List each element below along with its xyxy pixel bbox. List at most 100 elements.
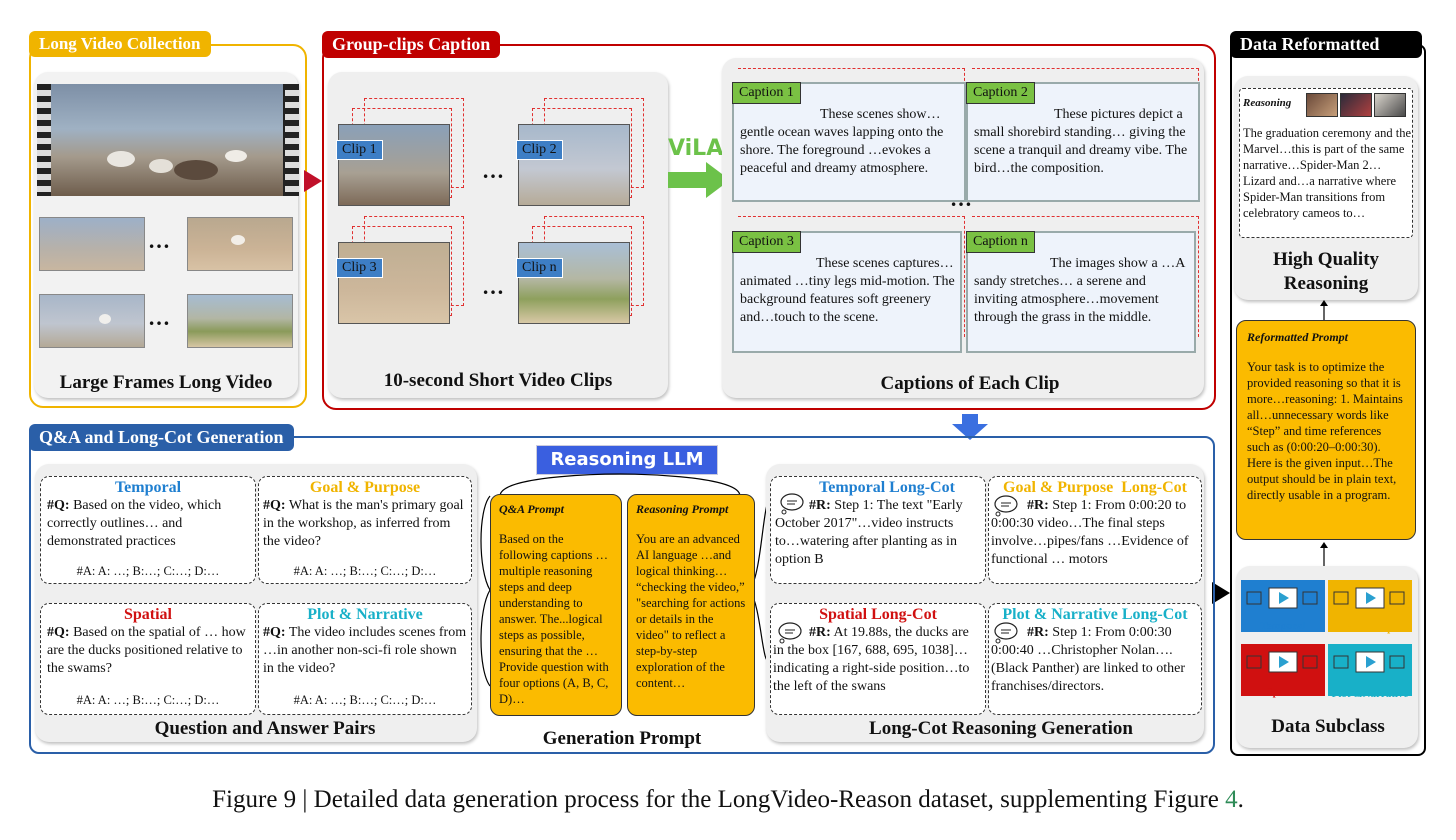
- long-video-subtitle: Large Frames Long Video: [59, 372, 273, 393]
- question-text: Based on the video, which correctly outl…: [47, 498, 222, 549]
- cot-category: Plot & Narrative Long-Cot: [1002, 606, 1188, 623]
- thought-bubble-icon: [778, 622, 802, 644]
- caption-text: These scenes captures… animated …tiny le…: [740, 256, 955, 325]
- question-text: Based on the spatial of … how are the du…: [47, 625, 246, 676]
- reasoning-label: Reasoning: [1243, 97, 1292, 109]
- reasoning-text: The graduation ceremony and the Marvel…t…: [1243, 126, 1411, 220]
- r-prefix: #R:: [1027, 625, 1049, 640]
- captions-subtitle: Captions of Each Clip: [880, 373, 1060, 394]
- caption-box: Caption 3 These scenes captures… animate…: [732, 231, 962, 353]
- question-box: Goal & Purpose #Q: What is the man's pri…: [258, 476, 472, 584]
- cot-title: Long-Cot Reasoning Generation: [869, 718, 1133, 739]
- question-category: Temporal: [114, 479, 182, 496]
- ellipsis: …: [148, 228, 170, 253]
- subclass-label: Spatial: [1266, 686, 1300, 698]
- frame-thumb-2: [187, 217, 293, 271]
- subclass-spatial: Spatial: [1241, 644, 1325, 698]
- arrow-up-icon: [1320, 300, 1328, 320]
- qa-prompt-text: Based on the following captions …multipl…: [499, 532, 609, 706]
- cot-text: Step 1: From 0:00:30 0:00:40 …Christophe…: [991, 625, 1185, 694]
- answer-options: #A: A: …; B:…; C:…; D:…: [293, 693, 437, 707]
- clip-label: Clip 1: [336, 140, 383, 160]
- beach-birds-image: [51, 84, 283, 196]
- caption-label: Caption 3: [732, 231, 801, 253]
- thought-bubble-icon: [994, 495, 1018, 517]
- clip-label: Clip 3: [336, 258, 383, 278]
- qa-panel: [29, 436, 1215, 754]
- qa-prompt-head: Q&A Prompt: [499, 502, 565, 516]
- group-clips-panel: [322, 44, 1216, 410]
- clip-label: Clip 2: [516, 140, 563, 160]
- thought-bubble-icon: [994, 622, 1018, 644]
- q-prefix: #Q:: [263, 498, 286, 513]
- clip-stack: Clip 2: [516, 98, 646, 208]
- answer-options: #A: A: …; B:…; C:…; D:…: [293, 564, 437, 578]
- arrow-right-icon: [304, 170, 322, 192]
- ellipsis: …: [482, 158, 504, 183]
- reformatted-prompt-text: Your task is to optimize the provided re…: [1247, 360, 1403, 502]
- subclass-goal: Goal & Purpose: [1328, 580, 1412, 634]
- cot-box: Goal & Purpose Long-Cot #R: Step 1: From…: [988, 476, 1202, 584]
- qa-tag: Q&A and Long-Cot Generation: [29, 424, 294, 451]
- caption-box: Caption n The images show a …A sandy str…: [966, 231, 1196, 353]
- reformatted-prompt-head: Reformatted Prompt: [1247, 330, 1348, 344]
- cot-text: At 19.88s, the ducks are in the box [167…: [773, 625, 970, 694]
- reasoning-prompt-head: Reasoning Prompt: [636, 502, 729, 516]
- caption-box: Caption 1 These scenes show… gentle ocea…: [732, 82, 966, 202]
- cot-box: Plot & Narrative Long-Cot #R: Step 1: Fr…: [988, 603, 1202, 715]
- frame-thumb-1: [39, 217, 145, 271]
- long-video-tag: Long Video Collection: [29, 31, 211, 57]
- cot-text: Step 1: From 0:00:20 to 0:00:30 video…Th…: [991, 498, 1189, 567]
- question-category: Spatial: [123, 606, 172, 623]
- r-prefix: #R:: [809, 498, 831, 513]
- generation-prompt-title: Generation Prompt: [542, 728, 702, 749]
- r-prefix: #R:: [809, 625, 831, 640]
- ellipsis: …: [482, 274, 504, 299]
- q-prefix: #Q:: [47, 625, 70, 640]
- ellipsis: …: [148, 305, 170, 330]
- arrow-down-icon: [952, 414, 988, 440]
- question-box: Temporal #Q: Based on the video, which c…: [40, 476, 256, 584]
- caption-label: Caption 1: [732, 82, 801, 104]
- vila-logo: ViLA: [668, 136, 724, 161]
- clips-subtitle: 10-second Short Video Clips: [383, 370, 613, 391]
- cot-category: Temporal Long-Cot: [819, 479, 955, 496]
- caption-label: Caption 2: [966, 82, 1035, 104]
- answer-options: #A: A: …; B:…; C:…; D:…: [76, 693, 220, 707]
- subclass-label: Plot &Narrative: [1331, 688, 1409, 700]
- subclass-plot: Plot &Narrative: [1328, 644, 1412, 700]
- reasoning-prompt: Reasoning Prompt You are an advanced AI …: [627, 494, 755, 716]
- cot-category: Spatial Long-Cot: [819, 606, 937, 623]
- caption-prefix: Figure 9 | Detailed data generation proc…: [212, 786, 1226, 813]
- cot-category: Goal & Purpose Long-Cot: [1003, 479, 1187, 496]
- caption-text: These pictures depict a small shorebird …: [974, 107, 1188, 176]
- reasoning-llm-label: Reasoning LLM: [536, 445, 718, 475]
- caption-text: The images show a …A sandy stretches… a …: [974, 256, 1185, 325]
- question-category: Plot & Narrative: [307, 606, 423, 623]
- clip-stack: Clip 3: [336, 216, 466, 326]
- subclass-temporal: Temporal: [1241, 580, 1325, 632]
- r-prefix: #R:: [1027, 498, 1049, 513]
- caption-text: These scenes show… gentle ocean waves la…: [740, 107, 944, 176]
- cot-box: Spatial Long-Cot #R: At 19.88s, the duck…: [770, 603, 986, 715]
- arrow-right-icon: [1212, 582, 1230, 604]
- reformatted-prompt: Reformatted Prompt Your task is to optim…: [1236, 320, 1416, 540]
- frame-thumb-3: [39, 294, 145, 348]
- answer-options: #A: A: …; B:…; C:…; D:…: [76, 564, 220, 578]
- cot-box: Temporal Long-Cot #R: Step 1: The text "…: [770, 476, 986, 584]
- qa-pairs-title: Question and Answer Pairs: [154, 718, 376, 739]
- thumb-image: [1306, 93, 1338, 117]
- clip-stack: Clip 1: [336, 98, 466, 208]
- q-prefix: #Q:: [263, 625, 286, 640]
- arrow-right-icon: [668, 162, 730, 198]
- data-reformatted-tag: Data Reformatted: [1230, 31, 1422, 58]
- question-box: Plot & Narrative #Q: The video includes …: [258, 603, 472, 715]
- caption-suffix: .: [1237, 786, 1244, 813]
- question-box: Spatial #Q: Based on the spatial of … ho…: [40, 603, 256, 715]
- hq-title: High Quality Reasoning: [1272, 249, 1380, 294]
- clip-stack: Clip n: [516, 216, 646, 326]
- cot-text: Step 1: The text "Early October 2017"…vi…: [775, 498, 963, 567]
- thought-bubble-icon: [780, 493, 804, 515]
- arrow-up-icon: [1320, 542, 1328, 566]
- caption-ref[interactable]: 4: [1225, 786, 1238, 813]
